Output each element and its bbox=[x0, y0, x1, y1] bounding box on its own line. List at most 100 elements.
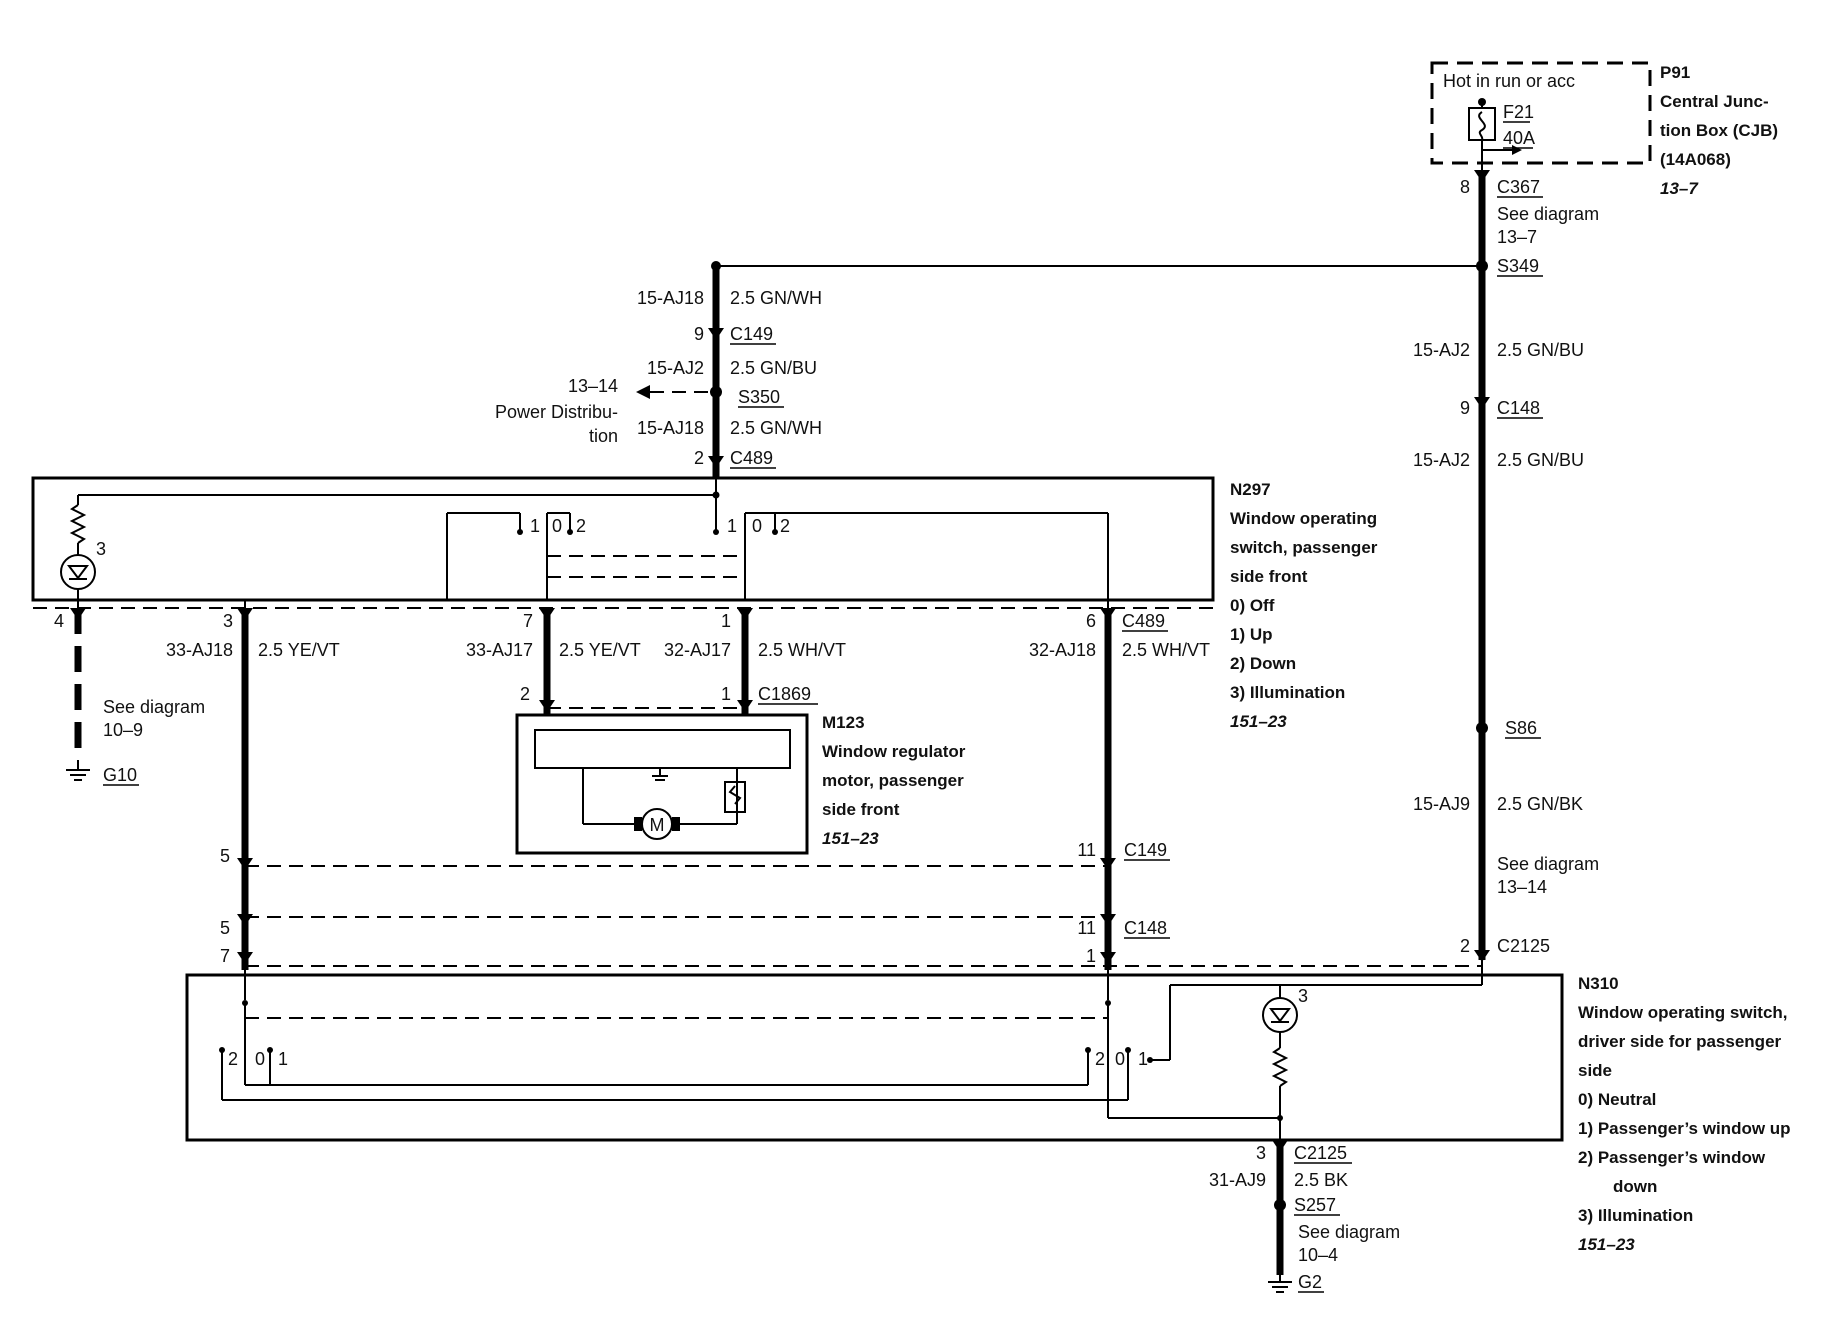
wire-c-spec: 2.5 WH/VT bbox=[758, 640, 846, 660]
n297-box bbox=[31, 476, 1215, 602]
p91-title-3: tion Box (CJB) bbox=[1660, 121, 1778, 140]
right-spec-3: 2.5 GN/BK bbox=[1497, 794, 1583, 814]
c148-connector-label: C148 bbox=[1124, 918, 1167, 938]
n310-state-2: 2) Passenger’s window bbox=[1578, 1148, 1766, 1167]
n297-title-3: switch, passenger bbox=[1230, 538, 1378, 557]
p91-junction-box: Hot in run or acc F21 40A P91 Central Ju… bbox=[1430, 61, 1778, 198]
wire-d-spec: 2.5 WH/VT bbox=[1122, 640, 1210, 660]
right-circuit-1: 15-AJ2 bbox=[1413, 340, 1470, 360]
wire-d-circuit: 32-AJ18 bbox=[1029, 640, 1096, 660]
n310-state-1: 1) Passenger’s window up bbox=[1578, 1119, 1791, 1138]
s350-label: S350 bbox=[738, 387, 780, 407]
m123-title-2: Window regulator bbox=[822, 742, 966, 761]
center-circuit-1: 15-AJ18 bbox=[637, 288, 704, 308]
wire-a-pin: 3 bbox=[223, 611, 233, 631]
n297-switch: 3 1 0 2 1 0 2 N297 Window operating swit… bbox=[31, 476, 1378, 731]
s86-splice bbox=[1476, 722, 1488, 734]
s257-label: S257 bbox=[1294, 1195, 1336, 1215]
c2125-pin-right: 2 bbox=[1460, 936, 1470, 956]
c367-connector: C367 bbox=[1497, 177, 1540, 197]
n310-ref: 151–23 bbox=[1578, 1235, 1635, 1254]
n310-title-4: side bbox=[1578, 1061, 1612, 1080]
p91-dashed-box bbox=[1430, 61, 1652, 165]
c489-connector-center: C489 bbox=[730, 448, 773, 468]
n297-title-2: Window operating bbox=[1230, 509, 1377, 528]
n310-sw-a-0: 0 bbox=[255, 1049, 265, 1069]
c149-pin-left: 5 bbox=[220, 846, 230, 866]
g10-pin: 4 bbox=[54, 611, 64, 631]
center-circuit-2: 15-AJ2 bbox=[647, 358, 704, 378]
wire-c-pin: 1 bbox=[721, 611, 731, 631]
c148-connector-right: C148 bbox=[1497, 398, 1540, 418]
fuse-rating: 40A bbox=[1503, 128, 1535, 148]
thermal-breaker-icon bbox=[724, 781, 746, 813]
m123-title-1: M123 bbox=[822, 713, 865, 732]
c149-connector-label: C149 bbox=[1124, 840, 1167, 860]
p91-title-2: Central Junc- bbox=[1660, 92, 1769, 111]
n310-sw-a-1: 1 bbox=[278, 1049, 288, 1069]
power-dist-ref: 13–14 bbox=[568, 376, 618, 396]
c148-pin-right: 11 bbox=[1077, 918, 1096, 938]
n310-lamp-num: 3 bbox=[1298, 986, 1308, 1006]
n310-state-3: 3) Illumination bbox=[1578, 1206, 1693, 1225]
c1869-pin-1: 1 bbox=[721, 684, 731, 704]
p91-ref: 13–7 bbox=[1660, 179, 1699, 198]
bottom-ground-wire: 3 C2125 31-AJ9 2.5 BK S257 See diagram 1… bbox=[1209, 1140, 1400, 1293]
g2-label: G2 bbox=[1298, 1272, 1322, 1292]
c2125-pin-bottom: 3 bbox=[1256, 1143, 1266, 1163]
p91-title-1: P91 bbox=[1660, 63, 1690, 82]
c489-pin-center: 2 bbox=[694, 448, 704, 468]
n297-title-4: side front bbox=[1230, 567, 1308, 586]
c149-connector-center: C149 bbox=[730, 324, 773, 344]
right-circuit-3: 15-AJ9 bbox=[1413, 794, 1470, 814]
c149-pin-right: 11 bbox=[1077, 840, 1096, 860]
n310-title-3: driver side for passenger bbox=[1578, 1032, 1782, 1051]
n297-ref: 151–23 bbox=[1230, 712, 1287, 731]
c1869-connector: C1869 bbox=[758, 684, 811, 704]
n297-sw-a-2: 2 bbox=[576, 516, 586, 536]
wire-b-circuit: 33-AJ17 bbox=[466, 640, 533, 660]
right-circuit-2: 15-AJ2 bbox=[1413, 450, 1470, 470]
wire-d-pin: 6 bbox=[1086, 611, 1096, 631]
right-spec-2: 2.5 GN/BU bbox=[1497, 450, 1584, 470]
power-dist-label-1: Power Distribu- bbox=[495, 402, 618, 422]
c367-pin: 8 bbox=[1460, 177, 1470, 197]
m123-title-3: motor, passenger bbox=[822, 771, 964, 790]
c489-connector-lower: C489 bbox=[1122, 611, 1165, 631]
n297-output-wires: 4 See diagram 10–9 G10 3 33-AJ18 2.5 YE/… bbox=[54, 608, 1210, 970]
s349-label: S349 bbox=[1497, 256, 1539, 276]
s350-splice bbox=[710, 386, 722, 398]
see-diagram-10-9-ref: 10–9 bbox=[103, 720, 143, 740]
wire-a-spec: 2.5 YE/VT bbox=[258, 640, 340, 660]
p91-title-4: (14A068) bbox=[1660, 150, 1731, 169]
wire-b-pin: 7 bbox=[523, 611, 533, 631]
see-diagram-10-4-ref: 10–4 bbox=[1298, 1245, 1338, 1265]
p91-hot-label: Hot in run or acc bbox=[1443, 71, 1575, 91]
n297-title-1: N297 bbox=[1230, 480, 1271, 499]
right-feed-wire: 8 C367 See diagram 13–7 S349 15-AJ2 2.5 … bbox=[1413, 170, 1599, 970]
n310-title-1: N310 bbox=[1578, 974, 1619, 993]
n297-sw-a-1: 1 bbox=[530, 516, 540, 536]
s257-splice bbox=[1274, 1199, 1286, 1211]
n297-state-3: 3) Illumination bbox=[1230, 683, 1345, 702]
power-dist-arrow bbox=[636, 385, 650, 399]
c149-pin-center: 9 bbox=[694, 324, 704, 344]
n297-lamp-icon bbox=[60, 554, 96, 590]
c2125-connector-bottom: C2125 bbox=[1294, 1143, 1347, 1163]
center-circuit-3: 15-AJ18 bbox=[637, 418, 704, 438]
fuse-id: F21 bbox=[1503, 102, 1534, 122]
see-diagram-10-9: See diagram bbox=[103, 697, 205, 717]
n310-lamp-icon bbox=[1262, 997, 1298, 1033]
n297-state-0: 0) Off bbox=[1230, 596, 1275, 615]
n297-sw-b-0: 0 bbox=[752, 516, 762, 536]
n297-sw-b-1: 1 bbox=[727, 516, 737, 536]
c2125-pin-mid: 1 bbox=[1086, 946, 1096, 966]
see-diagram-13-14: See diagram bbox=[1497, 854, 1599, 874]
n310-box bbox=[185, 973, 1564, 1142]
n310-resistor-icon bbox=[1271, 1047, 1289, 1087]
c148-pin-left: 5 bbox=[220, 918, 230, 938]
n310-state-2b: down bbox=[1613, 1177, 1657, 1196]
see-diagram-13-14-ref: 13–14 bbox=[1497, 877, 1547, 897]
n297-resistor-icon bbox=[69, 504, 87, 544]
m123-switch-block bbox=[534, 729, 791, 769]
